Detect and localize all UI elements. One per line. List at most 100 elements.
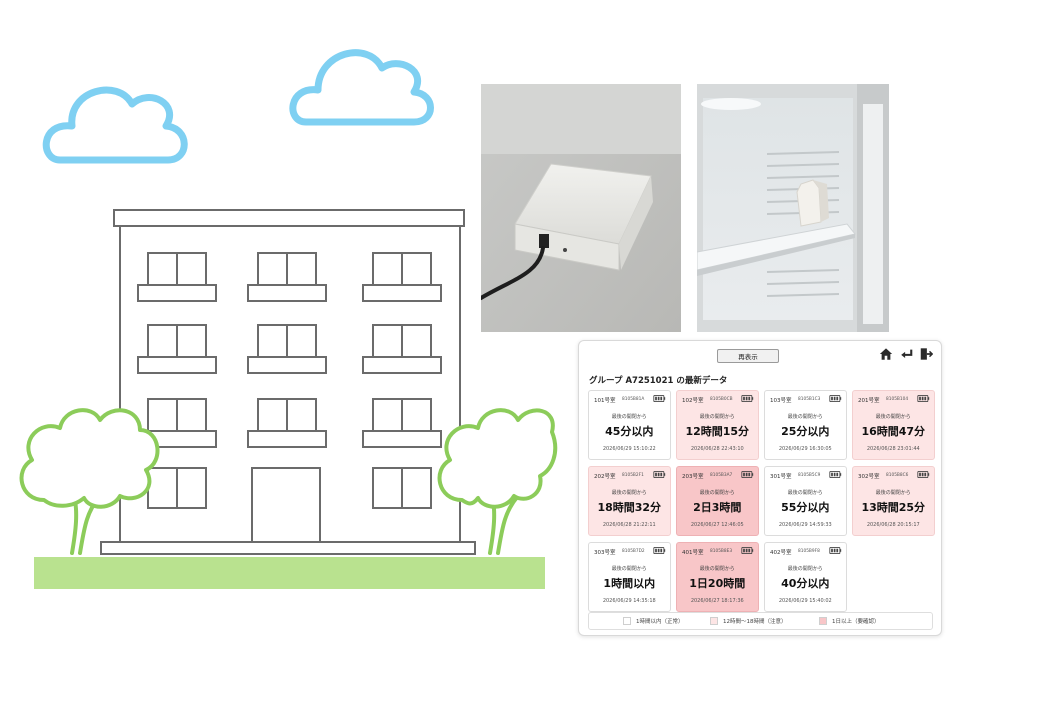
room-card[interactable]: 302号室 8105B8C6 最後の開閉から 13時間25分 2026/06/28 20…	[852, 466, 935, 536]
room-number: 102号室	[682, 398, 704, 404]
device-id: 8105B81A	[622, 396, 645, 402]
timestamp: 2026/06/28 21:22:11	[602, 522, 656, 528]
elapsed-time: 40分以内	[781, 577, 830, 590]
battery-icon	[652, 395, 665, 402]
elapsed-time: 12時間15分	[685, 425, 750, 438]
timestamp: 2026/06/27 18:17:36	[690, 598, 744, 604]
home-icon[interactable]	[879, 347, 893, 361]
apartment-building	[100, 209, 476, 555]
status-legend: 1時間以内（正常） 12時間〜18時間（注意） 1日以上（要確認）	[588, 612, 933, 630]
room-card[interactable]: 103号室 8105B1C3 最後の開閉から 25分以内 2026/06/29 16:3…	[764, 390, 847, 460]
room-card-grid: 101号室 8105B81A 最後の開閉から 45分以内 2026/06/29 15:1…	[588, 390, 935, 612]
battery-icon	[740, 547, 753, 554]
elapsed-time: 1日20時間	[689, 577, 746, 590]
device-id: 8105B9F8	[798, 548, 820, 554]
room-number: 103号室	[770, 398, 792, 404]
since-label: 最後の開閉から	[787, 566, 823, 572]
timestamp: 2026/06/29 16:30:05	[778, 446, 832, 452]
battery-icon	[828, 471, 841, 478]
room-card[interactable]: 102号室 8105B0CB 最後の開閉から 12時間15分 2026/06/28 22…	[676, 390, 759, 460]
timestamp: 2026/06/29 14:59:33	[778, 522, 832, 528]
apartment-illustration	[19, 49, 558, 589]
battery-icon	[828, 547, 841, 554]
room-number: 202号室	[594, 474, 616, 480]
timestamp: 2026/06/29 15:40:02	[778, 598, 832, 604]
tree-icon	[437, 408, 558, 555]
room-card[interactable]: 203号室 8105B3A7 最後の開閉から 2日3時間 2026/06/27 12:4…	[676, 466, 759, 536]
timestamp: 2026/06/27 12:46:05	[690, 522, 744, 528]
since-label: 最後の開閉から	[699, 490, 735, 496]
timestamp: 2026/06/28 22:43:10	[690, 446, 744, 452]
return-icon[interactable]	[899, 347, 913, 361]
elapsed-time: 16時間47分	[861, 425, 926, 438]
refresh-button[interactable]: 再表示	[717, 349, 779, 363]
battery-icon	[652, 471, 665, 478]
battery-icon	[916, 471, 929, 478]
since-label: 最後の開閉から	[611, 566, 647, 572]
legend-label: 12時間〜18時間（注意）	[723, 619, 787, 625]
tree-icon	[19, 408, 160, 555]
timestamp: 2026/06/29 14:35:18	[602, 598, 656, 604]
device-id: 8105B0CB	[710, 396, 733, 402]
elapsed-time: 2日3時間	[693, 501, 742, 514]
elapsed-time: 1時間以内	[603, 577, 656, 590]
device-id: 8105B3A7	[710, 472, 733, 478]
legend-swatch	[710, 617, 718, 625]
battery-icon	[916, 395, 929, 402]
grass	[34, 557, 545, 589]
device-id: 8105B2F1	[622, 472, 644, 478]
since-label: 最後の開閉から	[611, 414, 647, 420]
nav-icons	[879, 347, 933, 361]
legend-label: 1日以上（要確認）	[832, 619, 880, 625]
room-card[interactable]: 303号室 8105B7D2 最後の開閉から 1時間以内 2026/06/29 14:3…	[588, 542, 671, 612]
room-number: 303号室	[594, 550, 616, 556]
device-id: 8105B8E3	[710, 548, 733, 554]
device-id: 8105B5C9	[798, 472, 821, 478]
room-number: 401号室	[682, 550, 704, 556]
since-label: 最後の開閉から	[787, 490, 823, 496]
legend-item-normal: 1時間以内（正常）	[623, 617, 684, 625]
room-number: 101号室	[594, 398, 616, 404]
gateway-device-photo	[481, 84, 681, 332]
since-label: 最後の開閉から	[699, 566, 735, 572]
room-number: 301号室	[770, 474, 792, 480]
legend-swatch	[819, 617, 827, 625]
since-label: 最後の開閉から	[875, 490, 911, 496]
room-number: 302号室	[858, 474, 880, 480]
legend-item-warn: 12時間〜18時間（注意）	[710, 617, 787, 625]
room-card[interactable]: 301号室 8105B5C9 最後の開閉から 55分以内 2026/06/29 14:5…	[764, 466, 847, 536]
device-id: 8105B104	[886, 396, 909, 402]
device-id: 8105B1C3	[798, 396, 821, 402]
battery-icon	[652, 547, 665, 554]
elapsed-time: 45分以内	[605, 425, 654, 438]
battery-icon	[828, 395, 841, 402]
legend-swatch	[623, 617, 631, 625]
logout-icon[interactable]	[919, 347, 933, 361]
legend-item-alert: 1日以上（要確認）	[819, 617, 880, 625]
fridge-sensor-photo	[697, 84, 889, 332]
cloud-icon	[289, 49, 434, 126]
room-number: 203号室	[682, 474, 704, 480]
room-card[interactable]: 101号室 8105B81A 最後の開閉から 45分以内 2026/06/29 15:1…	[588, 390, 671, 460]
elapsed-time: 13時間25分	[861, 501, 926, 514]
room-card[interactable]: 202号室 8105B2F1 最後の開閉から 18時間32分 2026/06/28 21…	[588, 466, 671, 536]
room-card[interactable]: 401号室 8105B8E3 最後の開閉から 1日20時間 2026/06/27 18:…	[676, 542, 759, 612]
timestamp: 2026/06/28 20:15:17	[866, 522, 920, 528]
room-number: 201号室	[858, 398, 880, 404]
since-label: 最後の開閉から	[611, 490, 647, 496]
dashboard-panel: 再表示 グループ A7251021 の最新データ 101号室 8105B81A 最後…	[578, 340, 942, 636]
legend-label: 1時間以内（正常）	[636, 619, 684, 625]
elapsed-time: 25分以内	[781, 425, 830, 438]
elapsed-time: 18時間32分	[597, 501, 662, 514]
device-id: 8105B8C6	[886, 472, 909, 478]
device-id: 8105B7D2	[622, 548, 645, 554]
timestamp: 2026/06/29 15:10:22	[602, 446, 656, 452]
battery-icon	[740, 471, 753, 478]
elapsed-time: 55分以内	[781, 501, 830, 514]
since-label: 最後の開閉から	[699, 414, 735, 420]
since-label: 最後の開閉から	[875, 414, 911, 420]
page-title: グループ A7251021 の最新データ	[589, 376, 728, 386]
since-label: 最後の開閉から	[787, 414, 823, 420]
